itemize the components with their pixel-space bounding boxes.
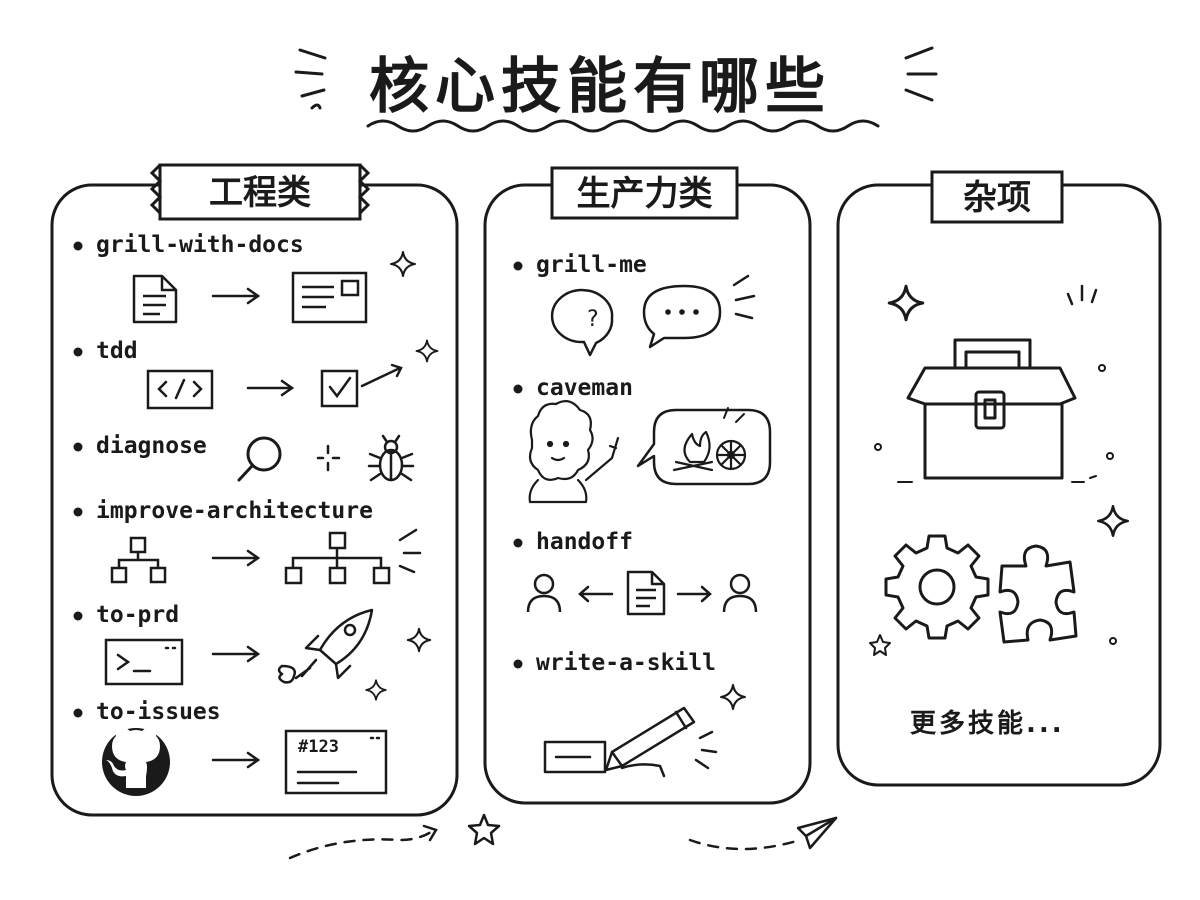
accent-lines	[1066, 284, 1098, 306]
arrow-right-icon	[676, 585, 712, 603]
issue-card-icon	[284, 729, 388, 795]
arrow-left-icon	[578, 585, 614, 603]
arrow-icon	[211, 751, 261, 769]
arrow-icon	[246, 379, 295, 397]
page-title: 核心技能有哪些	[369, 52, 831, 122]
checkbox-icon	[320, 363, 403, 408]
bug-icon	[367, 434, 415, 482]
tag-box-engineering	[149, 163, 371, 221]
campfire-icon	[672, 430, 714, 472]
question-mark-glyph: ?	[587, 307, 599, 332]
puzzle-icon	[998, 544, 1078, 644]
column-tag-misc: 杂项	[963, 178, 1031, 218]
document-card-icon	[291, 271, 368, 324]
thought-bubble-icon	[636, 408, 772, 486]
sparkle-icon	[365, 679, 387, 701]
arrow-icon	[211, 287, 261, 305]
skill-item: diagnose	[96, 433, 207, 459]
star-icon	[869, 634, 891, 656]
question-bubble-icon	[550, 288, 614, 357]
skill-item: tdd	[96, 338, 138, 364]
pencil-icon	[543, 706, 718, 778]
document-icon	[626, 570, 666, 616]
skill-item: grill-me	[536, 252, 647, 278]
person-icon	[526, 573, 562, 614]
dot-decoration	[874, 364, 1117, 645]
skill-item: to-issues	[96, 699, 221, 725]
sparkle-dashed-icon	[316, 444, 341, 472]
sparkle-icon	[1096, 504, 1130, 538]
dashed-arrow-left	[288, 824, 438, 860]
more-skills-text: 更多技能...	[910, 709, 1065, 739]
hierarchy-small-icon	[110, 536, 167, 584]
misc-panel	[836, 183, 1162, 787]
arrow-icon	[211, 645, 261, 663]
accent-lines	[723, 407, 745, 423]
bullets	[73, 241, 523, 718]
rocket-icon	[277, 608, 374, 684]
sparkle-icon	[887, 284, 925, 322]
column-tag-engineering: 工程类	[209, 173, 311, 213]
column-tag-productivity: 生产力类	[576, 174, 713, 214]
wheel-icon	[715, 439, 747, 471]
code-icon	[146, 369, 214, 410]
skill-item: write-a-skill	[536, 650, 717, 676]
skill-item: caveman	[536, 375, 633, 401]
arrow-icon	[211, 549, 261, 567]
productivity-panel	[483, 183, 812, 805]
handoff-icons	[526, 570, 758, 616]
issue-number: #123	[298, 737, 339, 757]
caveman-icon	[528, 399, 620, 504]
chat-bubble-icon	[642, 284, 722, 349]
title-decoration	[294, 46, 938, 133]
github-icon	[102, 726, 170, 796]
sparkle-icon	[390, 251, 416, 277]
toolbox-icon	[906, 338, 1077, 480]
skill-item: handoff	[536, 529, 633, 555]
gear-icon	[884, 534, 990, 640]
sparkle-icon	[720, 684, 746, 710]
sparkle-icon	[415, 339, 439, 363]
document-icon	[132, 274, 178, 324]
paper-plane-icon	[688, 816, 838, 851]
accent-lines	[732, 274, 756, 320]
hierarchy-large-icon	[284, 528, 422, 585]
skill-item: improve-architecture	[96, 498, 373, 524]
ground-dashes	[897, 475, 1097, 483]
sparkle-icon	[406, 627, 432, 653]
terminal-icon	[104, 638, 184, 686]
skill-item: to-prd	[96, 602, 180, 628]
magnifier-icon	[237, 436, 282, 482]
tag-box-misc	[930, 170, 1064, 224]
chat-dots	[665, 309, 699, 315]
person-icon	[722, 573, 758, 614]
star-icon	[467, 813, 501, 846]
tag-box-productivity	[550, 166, 739, 220]
skill-item: grill-with-docs	[96, 232, 304, 258]
